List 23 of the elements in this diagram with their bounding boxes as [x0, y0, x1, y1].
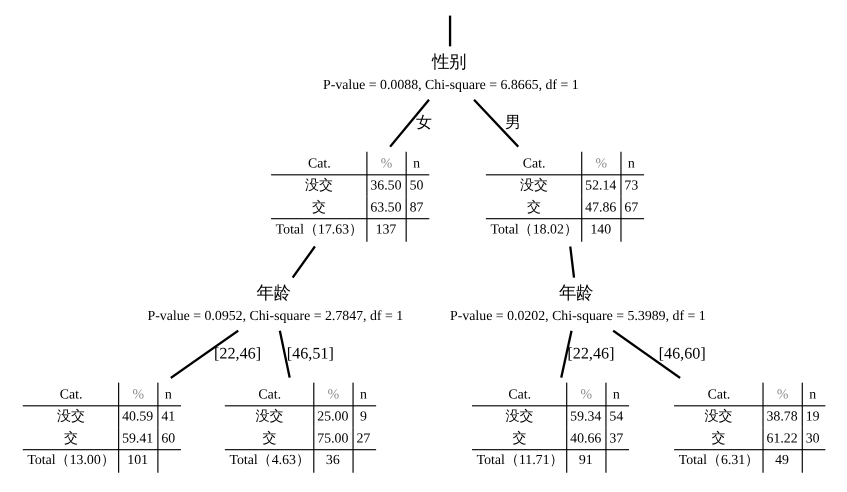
node-text: Cat. % n 没交 40.59 41 交 59.41 60 Total（13.00） 101 — [27, 386, 176, 468]
connector — [560, 330, 573, 378]
node-text: Cat. % n 没交 36.50 50 交 63.50 87 Total（17.63） 137 — [276, 155, 424, 236]
node-text: Cat. % n 没交 52.14 73 交 47.86 67 Total（18.02） 140 — [490, 155, 638, 236]
node-text: Cat. % n 没交 25.00 9 交 75.00 27 Total（4.63） 36 — [229, 386, 370, 468]
connector — [612, 330, 681, 379]
connector — [389, 99, 430, 148]
node-text: 年龄 P-value = 0.0202, Chi-square = 5.3989, df = 1 — [450, 283, 706, 323]
connector — [569, 246, 576, 278]
connector — [448, 16, 452, 46]
node-text: 年龄 P-value = 0.0952, Chi-square = 2.7847, df = 1 — [147, 283, 404, 323]
connector — [292, 246, 316, 278]
connector — [278, 330, 291, 378]
edge-label: [46,60] — [658, 346, 706, 363]
connector — [170, 330, 239, 379]
edge-label: 男 — [505, 114, 521, 132]
node-text: 性别 P-value = 0.0088, Chi-square = 6.8665, df = 1 — [323, 52, 579, 92]
edge-label: 女 — [416, 114, 432, 132]
node-text: Cat. % n 没交 59.34 54 交 40.66 37 Total（11.71） 91 — [476, 386, 624, 468]
edge-label: [22,46] — [214, 346, 262, 363]
edge-label: [46,51] — [286, 346, 334, 363]
connector — [473, 98, 520, 148]
edge-label: [22,46] — [567, 346, 615, 363]
